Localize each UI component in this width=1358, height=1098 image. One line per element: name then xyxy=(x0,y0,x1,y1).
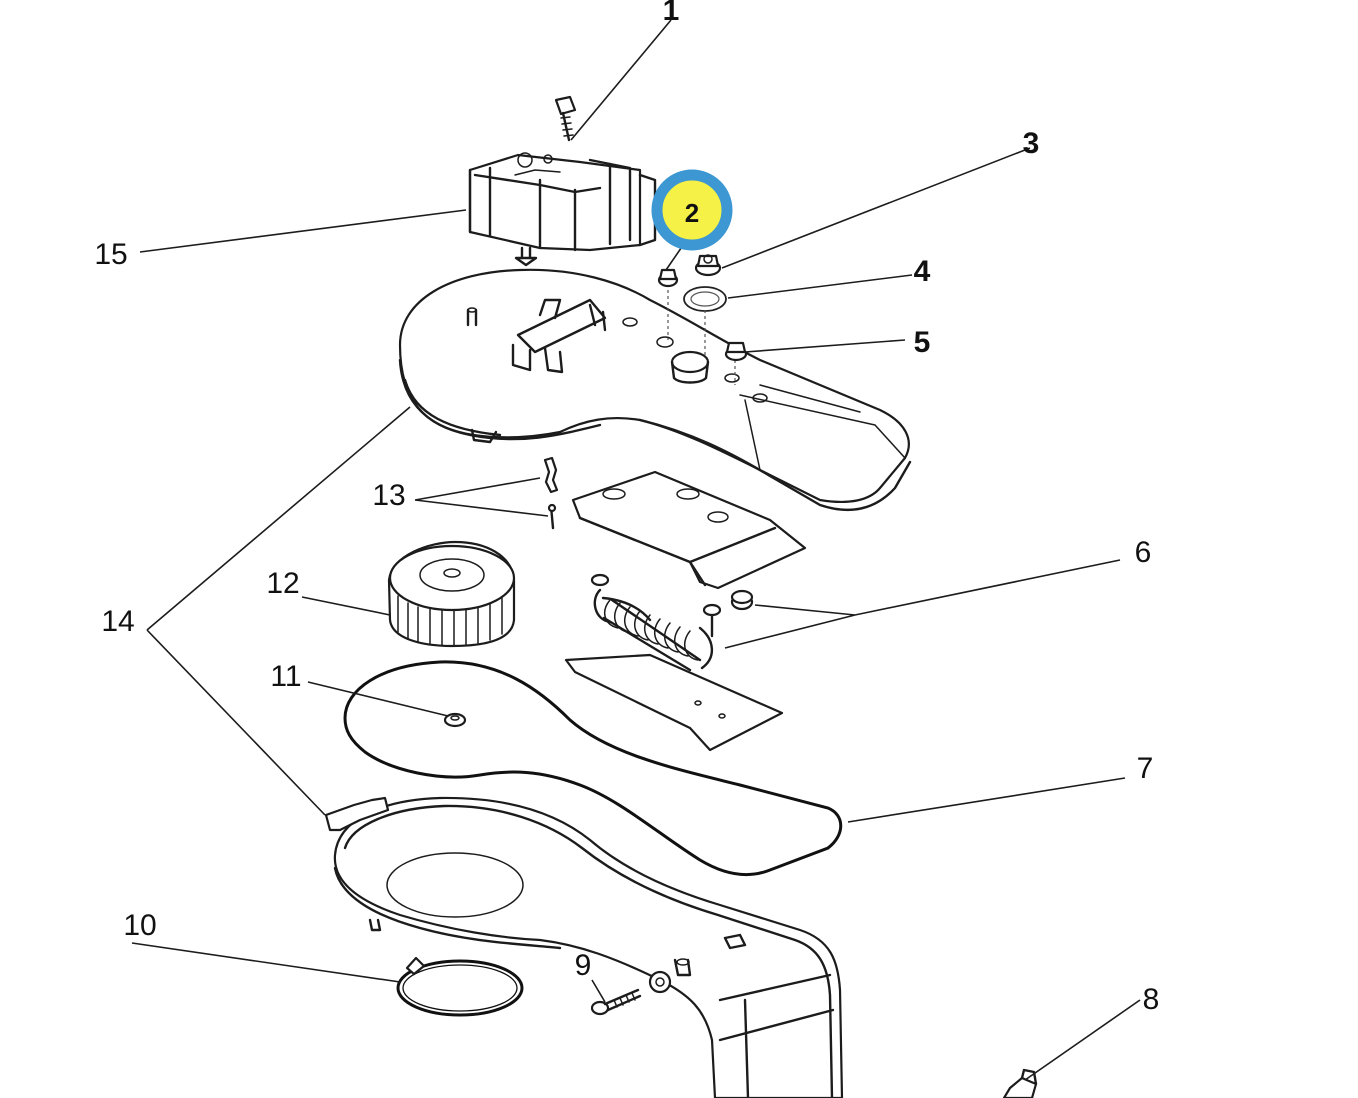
insulator-sheet xyxy=(564,653,784,752)
part-12-blower-wheel xyxy=(387,540,516,648)
highlighted-callout-2[interactable]: 2 xyxy=(651,169,733,251)
callout-15: 15 xyxy=(94,238,127,271)
part-7-gasket xyxy=(343,660,843,877)
callout-13: 13 xyxy=(372,479,405,512)
part-3-nut xyxy=(694,254,722,277)
callout-8: 8 xyxy=(1143,983,1160,1016)
callout-10: 10 xyxy=(123,909,156,942)
callout-5: 5 xyxy=(914,326,931,359)
callout-2: 2 xyxy=(685,198,699,228)
part-10-ring-seal xyxy=(396,956,524,1017)
callout-4: 4 xyxy=(914,255,931,288)
heater-plate xyxy=(571,470,807,590)
highlight-fill xyxy=(657,174,729,246)
callout-11: 11 xyxy=(270,660,301,693)
part-2-nut xyxy=(657,268,679,288)
part-1-screw xyxy=(554,95,577,142)
callout-9: 9 xyxy=(575,949,592,982)
leader-lines xyxy=(131,19,1141,1081)
callout-14: 14 xyxy=(101,605,134,638)
callout-12: 12 xyxy=(266,567,299,600)
part-9-screw xyxy=(590,988,642,1016)
part-6-heating-coil xyxy=(590,573,754,672)
callout-6: 6 xyxy=(1135,536,1152,569)
part-8-fitting xyxy=(1002,1068,1038,1098)
callout-labels: 1 3 4 5 6 7 8 9 10 11 12 13 14 15 xyxy=(94,0,1159,1016)
callout-1: 1 xyxy=(663,0,680,27)
part-13-clip xyxy=(543,456,559,530)
part-11-nut xyxy=(443,712,467,728)
highlight-ring xyxy=(651,169,733,251)
part-15-motor-block xyxy=(468,152,657,267)
upper-blower-housing xyxy=(398,268,912,512)
callout-7: 7 xyxy=(1137,752,1154,785)
lower-blower-housing xyxy=(324,796,844,1098)
callout-3: 3 xyxy=(1023,127,1040,160)
part-4-washer xyxy=(683,286,727,312)
